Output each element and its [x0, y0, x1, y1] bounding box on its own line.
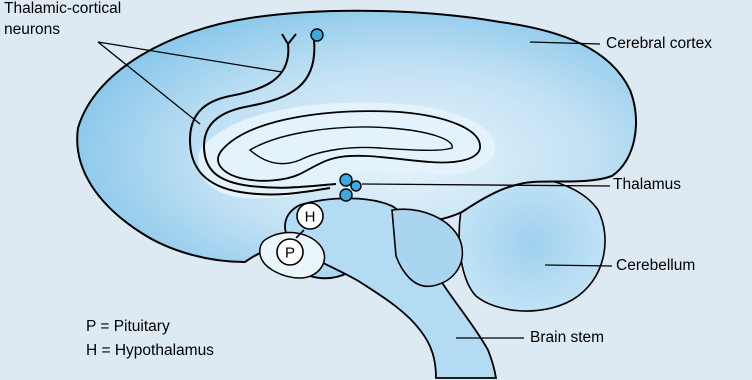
pituitary-node-letter: P — [285, 245, 295, 262]
thalamus-label: Thalamus — [613, 176, 681, 194]
thalamus-node-3 — [340, 189, 352, 201]
hypothalamus-node-letter: H — [305, 209, 316, 226]
legend-hypothalamus: H = Hypothalamus — [86, 342, 214, 360]
thalamic-cortical-label-line2: neurons — [4, 21, 60, 39]
cerebellum-label: Cerebellum — [616, 257, 695, 275]
thalamus-node-1 — [340, 174, 352, 186]
legend-pituitary: P = Pituitary — [86, 318, 170, 336]
cerebral-cortex-label: Cerebral cortex — [606, 35, 712, 53]
cortical-neuron-node — [311, 29, 323, 41]
brain-stem-label: Brain stem — [530, 329, 604, 347]
thalamus-node-2 — [351, 181, 361, 191]
thalamic-cortical-label-line1: Thalamic-cortical — [4, 0, 121, 18]
